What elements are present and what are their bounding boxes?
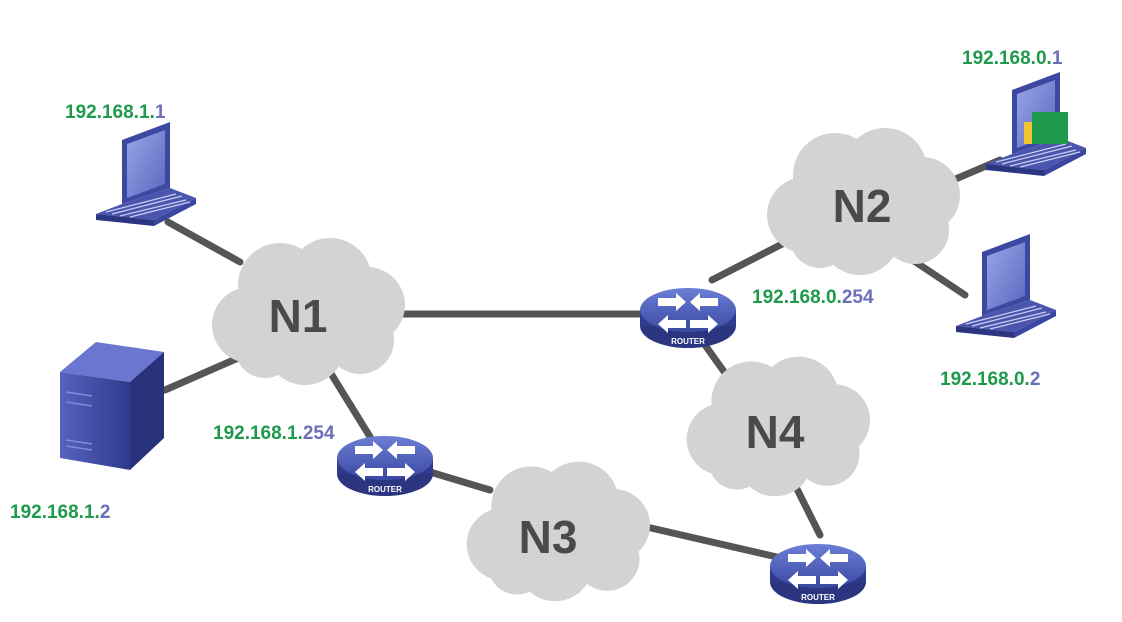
laptop-icon xyxy=(985,71,1087,177)
ip-prefix: 192.168.1. xyxy=(65,102,155,123)
ip-label-laptop-n1: 192.168.1.1 xyxy=(65,102,166,123)
link-server-n1 xyxy=(161,351,249,394)
ip-host: 1 xyxy=(1052,48,1063,69)
ip-label-router-n2: 192.168.0.254 xyxy=(752,287,874,308)
ip-prefix: 192.168.1. xyxy=(10,502,100,523)
ip-label-server-n1: 192.168.1.2 xyxy=(10,502,110,523)
ip-label-router-n1: 192.168.1.254 xyxy=(213,423,335,444)
laptop-icon xyxy=(955,233,1057,339)
ip-prefix: 192.168.1. xyxy=(213,423,303,444)
ip-prefix: 192.168.0. xyxy=(962,48,1052,69)
ip-host: 2 xyxy=(100,502,111,523)
router-tag: ROUTER xyxy=(671,337,705,346)
ip-label-laptop-n2-a: 192.168.0.1 xyxy=(962,48,1063,69)
router-icon: ROUTER xyxy=(770,544,866,604)
laptop-icon xyxy=(95,121,197,227)
link-n3-router3 xyxy=(621,518,794,564)
router-tag: ROUTER xyxy=(368,485,402,494)
cloud-label-n4: N4 xyxy=(746,406,805,458)
ip-prefix: 192.168.0. xyxy=(940,369,1030,390)
ip-host: 2 xyxy=(1030,369,1041,390)
server-icon xyxy=(60,342,164,470)
cloud-label-n3: N3 xyxy=(519,511,578,563)
link-router3-n4 xyxy=(791,481,824,539)
router-tag: ROUTER xyxy=(801,593,835,602)
ip-prefix: 192.168.0. xyxy=(752,287,842,308)
cloud-label-n1: N1 xyxy=(269,290,328,342)
ip-host: 254 xyxy=(303,423,335,444)
link-n1-router1 xyxy=(326,368,376,444)
router-icon: ROUTER xyxy=(640,288,736,348)
router-icon: ROUTER xyxy=(337,436,433,496)
cloud-label-n2: N2 xyxy=(833,180,892,232)
highlight-square-green xyxy=(1032,112,1068,144)
link-laptop1-n1 xyxy=(164,218,244,266)
link-router2-n2 xyxy=(708,236,794,284)
ip-label-laptop-n2-b: 192.168.0.2 xyxy=(940,369,1040,390)
ip-host: 1 xyxy=(155,102,166,123)
link-router1-n3 xyxy=(426,468,494,494)
ip-host: 254 xyxy=(842,287,874,308)
